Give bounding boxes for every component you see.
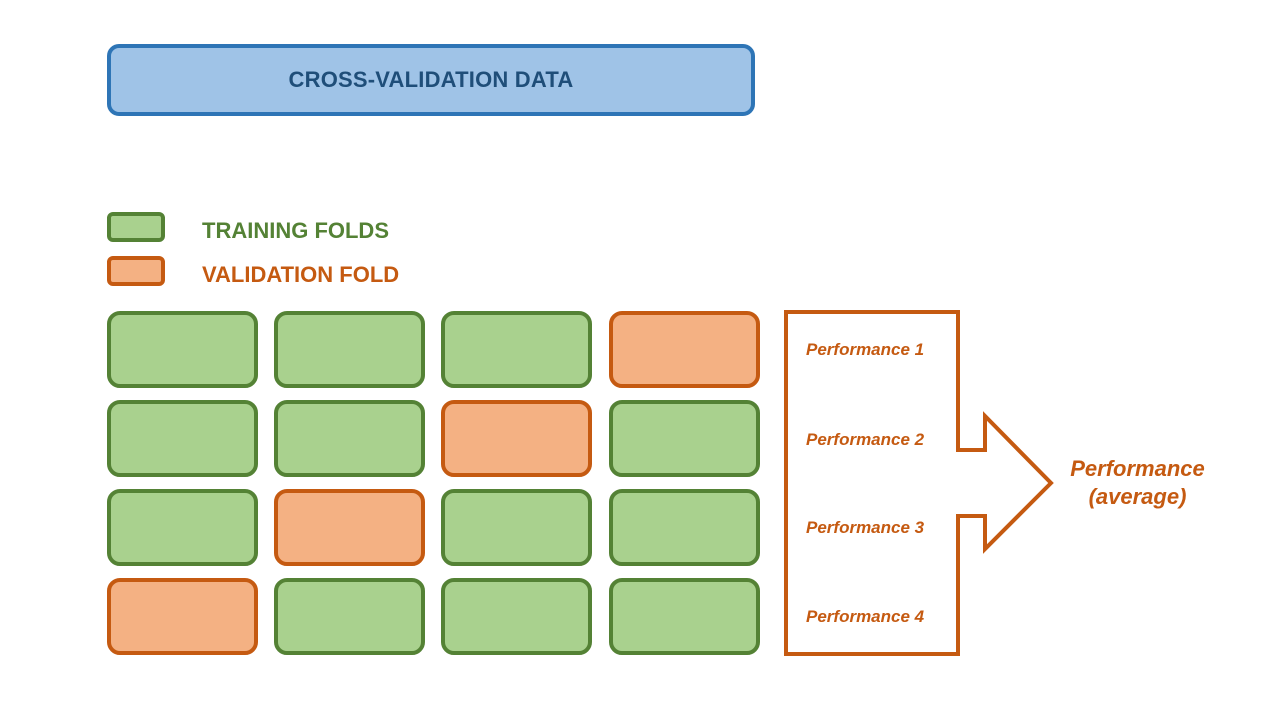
- performance-label-3: Performance 3: [806, 518, 925, 537]
- legend-training-label: TRAINING FOLDS: [202, 218, 389, 243]
- training-fold-r4-c3: [441, 578, 592, 655]
- training-fold-r3-c1: [107, 489, 258, 566]
- training-fold-r4-c4: [609, 578, 760, 655]
- validation-fold-r4-c1: [107, 578, 258, 655]
- training-fold-r1-c2: [274, 311, 425, 388]
- training-fold-r4-c2: [274, 578, 425, 655]
- training-fold-r3-c4: [609, 489, 760, 566]
- legend-validation-label: VALIDATION FOLD: [202, 262, 400, 287]
- performance-label-4: Performance 4: [806, 607, 925, 626]
- performance-label-1: Performance 1: [806, 340, 925, 359]
- performance-label-2: Performance 2: [806, 430, 925, 449]
- validation-fold-r2-c3: [441, 400, 592, 477]
- training-fold-r2-c2: [274, 400, 425, 477]
- legend-training-swatch: [107, 212, 165, 242]
- training-fold-r1-c1: [107, 311, 258, 388]
- training-fold-r2-c4: [609, 400, 760, 477]
- header-title: CROSS-VALIDATION DATA: [288, 67, 574, 92]
- validation-fold-r1-c4: [609, 311, 760, 388]
- performance-average-line1: Performance: [1070, 456, 1205, 481]
- performance-average-line2: (average): [1088, 484, 1187, 509]
- training-fold-r3-c3: [441, 489, 592, 566]
- training-fold-r2-c1: [107, 400, 258, 477]
- training-fold-r1-c3: [441, 311, 592, 388]
- validation-fold-r3-c2: [274, 489, 425, 566]
- legend-validation-swatch: [107, 256, 165, 286]
- cross-validation-data-box: CROSS-VALIDATION DATA: [107, 44, 755, 116]
- performance-average-label: Performance (average): [1040, 455, 1235, 511]
